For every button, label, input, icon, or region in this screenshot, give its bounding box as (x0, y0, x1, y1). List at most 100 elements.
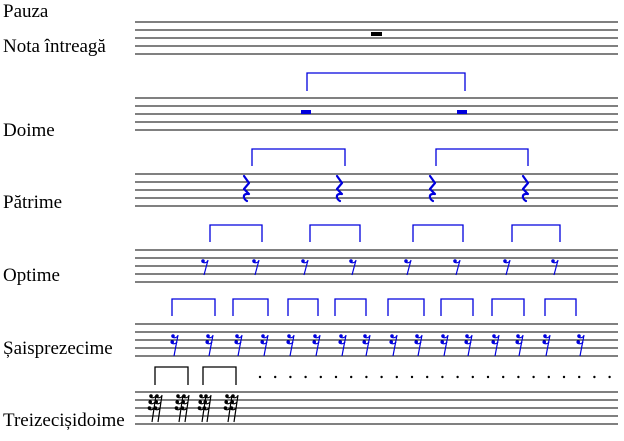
eighth-rest-6-flag (503, 260, 511, 264)
sixteenth-rest-12-flag (492, 335, 500, 339)
eighth-rest-5-stem (455, 259, 461, 276)
sixteenth-rest-10-flag (440, 341, 448, 345)
continuation-dot (304, 375, 307, 379)
bracket-half (306, 72, 466, 91)
sixteenth-rest-14-flag (542, 341, 550, 345)
sixteenth-rest-4-flag (287, 335, 295, 339)
sixteenth-rest-2 (234, 334, 243, 357)
sixteenth-rest-14-stem (545, 334, 551, 357)
sixteenth-rest-15-stem (579, 334, 585, 357)
bracket-sixteenth-6 (491, 298, 525, 316)
bracket-sixteenth-4 (387, 298, 425, 316)
sixteenth-rest-5 (312, 334, 321, 357)
continuation-dot (380, 375, 383, 379)
bracket-thirtysecond-0 (154, 366, 189, 385)
sixteenth-rest-11 (464, 334, 473, 357)
sixteenth-rest-11-stem (467, 334, 473, 357)
eighth-rest-3-stem (351, 259, 357, 276)
continuation-dot (395, 375, 398, 379)
staves-group (135, 21, 618, 425)
half-rest-1 (457, 110, 467, 114)
thirtysecond-rest-7-flag (230, 407, 237, 411)
quarter-rest-3 (521, 174, 530, 203)
continuation-dot (334, 375, 338, 379)
eighth-rest-2 (301, 259, 309, 276)
thirtysecond-rest-5 (202, 394, 212, 423)
continuation-dot (426, 375, 429, 379)
row-label-whole: Nota întreagă (3, 36, 106, 57)
eighth-rest-2-stem (303, 259, 309, 276)
sixteenth-rest-9-flag (415, 335, 423, 339)
sixteenth-rest-6-stem (341, 334, 347, 357)
header-label: Pauza (3, 1, 49, 22)
continuation-dot (532, 375, 535, 379)
sixteenth-rest-8-flag (390, 335, 398, 339)
sixteenth-rest-1 (205, 334, 214, 357)
bracket-sixteenth-3 (334, 298, 367, 316)
sixteenth-rest-2-flag (235, 335, 243, 339)
eighth-rest-3 (349, 259, 357, 276)
row-label-sixteenth: Șaisprezecime (3, 338, 113, 359)
sixteenth-rest-10-stem (443, 334, 449, 357)
eighth-rest-0-flag (201, 260, 209, 264)
sixteenth-rest-13 (515, 334, 524, 357)
row-label-quarter: Pătrime (3, 192, 62, 213)
continuation-dot (578, 375, 581, 379)
sixteenth-rest-7-flag (363, 335, 371, 339)
eighth-rest-7-stem (553, 259, 559, 276)
sixteenth-rest-2-flag (234, 341, 242, 345)
bracket-sixteenth-0 (171, 298, 216, 316)
sixteenth-rest-4 (286, 334, 295, 357)
sixteenth-rest-2-stem (237, 334, 243, 357)
whole-rest (371, 32, 382, 36)
sixteenth-rest-5-flag (313, 335, 321, 339)
thirtysecond-rest-7 (229, 394, 239, 423)
continuation-dot (471, 375, 474, 379)
eighth-rest-4-flag (404, 260, 412, 264)
sixteenth-rest-10-flag (441, 335, 449, 339)
thirtysecond-rest-5-flag (203, 407, 210, 411)
thirtysecond-rest-7-flag (231, 395, 239, 399)
thirtysecond-rest-3-flag (181, 401, 189, 405)
sixteenth-rest-0 (170, 334, 179, 357)
sixteenth-rest-6-flag (338, 341, 346, 345)
thirtysecond-rest-1-flag (155, 395, 163, 399)
eighth-rest-7 (551, 259, 559, 276)
continuation-dot (365, 375, 368, 379)
continuation-dots (258, 375, 611, 379)
sixteenth-rest-5-stem (315, 334, 321, 357)
sixteenth-rest-9-stem (417, 334, 423, 357)
bracket-eighth-3 (511, 224, 561, 242)
sixteenth-rest-11-flag (465, 335, 473, 339)
eighth-rest-7-flag (551, 260, 559, 264)
sixteenth-rest-13-stem (518, 334, 524, 357)
sixteenth-rest-1-stem (208, 334, 214, 357)
sixteenth-rest-12-flag (491, 341, 499, 345)
sixteenth-rest-12 (491, 334, 500, 357)
sixteenth-rest-3 (260, 334, 269, 357)
continuation-dot (456, 375, 459, 379)
continuation-dot (258, 375, 262, 379)
continuation-dot (547, 375, 550, 379)
continuation-dot (517, 375, 520, 379)
bracket-sixteenth-1 (232, 298, 269, 316)
thirtysecond-rest-3 (180, 394, 190, 423)
thirtysecond-rest-7-flag (230, 401, 238, 405)
bracket-sixteenth-2 (287, 298, 319, 316)
sixteenth-rest-3-flag (260, 341, 268, 345)
sixteenth-rest-11-flag (464, 341, 472, 345)
rests-group (147, 32, 585, 423)
eighth-rest-0 (201, 259, 209, 276)
bracket-sixteenth-5 (440, 298, 474, 316)
continuation-dot (486, 375, 490, 379)
eighth-rest-5 (453, 259, 461, 276)
half-rest-0 (301, 110, 311, 114)
sixteenth-rest-0-stem (173, 334, 179, 357)
sixteenth-rest-10 (440, 334, 449, 357)
thirtysecond-rest-1 (153, 394, 163, 423)
sixteenth-rest-9 (414, 334, 423, 357)
bracket-eighth-0 (209, 224, 263, 242)
sixteenth-rest-12-stem (494, 334, 500, 357)
row-label-half: Doime (3, 120, 55, 141)
